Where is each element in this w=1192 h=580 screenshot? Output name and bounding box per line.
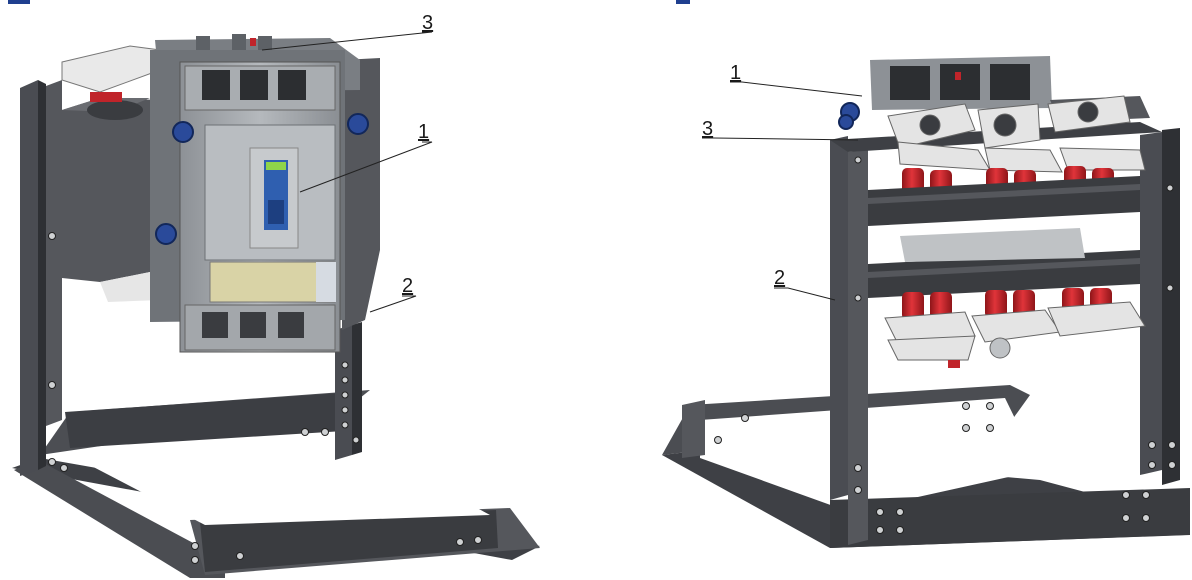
top-accent-bar-right — [676, 0, 690, 4]
left-circuit-breaker — [179, 61, 341, 353]
right-leader-lines — [702, 81, 863, 301]
left-knobs — [155, 113, 369, 245]
left-callout-2: 2 — [402, 275, 414, 297]
left-assembly — [12, 34, 540, 578]
right-cross-rails — [868, 176, 1140, 298]
right-lower-busbars — [884, 301, 1146, 368]
left-callout-3: 3 — [422, 12, 434, 34]
left-base-frame — [12, 390, 540, 578]
right-circuit-breaker — [838, 56, 1150, 130]
right-callout-2: 2 — [774, 267, 786, 289]
left-motor-box — [62, 98, 160, 302]
top-accent-bar-left — [8, 0, 30, 4]
right-callout-3: 3 — [702, 118, 714, 140]
right-callout-1: 1 — [730, 62, 742, 84]
left-callout-1: 1 — [418, 121, 430, 143]
right-base-frame — [662, 385, 1190, 548]
left-frame-uprights — [20, 58, 380, 476]
left-leader-lines — [261, 31, 433, 313]
right-top-busbars — [887, 95, 1146, 173]
right-assembly — [662, 56, 1190, 548]
